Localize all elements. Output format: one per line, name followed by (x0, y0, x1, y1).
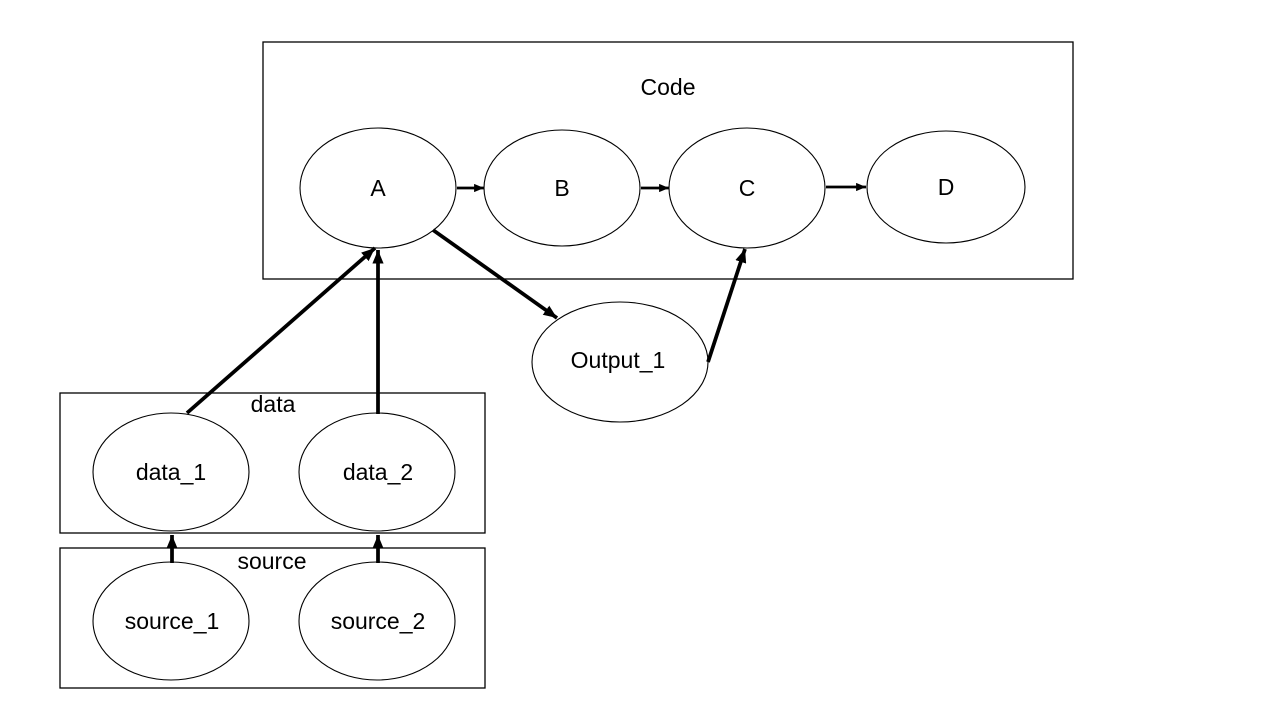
node-data-1-label: data_1 (136, 459, 206, 485)
code-group-box (262, 41, 1074, 280)
node-d: D (866, 130, 1026, 244)
edge-data-1-to-a (185, 246, 377, 415)
group-code: Code (262, 41, 1074, 280)
node-c-label: C (739, 175, 756, 201)
node-output-1-label: Output_1 (571, 347, 666, 373)
source-group-label: source (237, 548, 306, 574)
node-a-shape (299, 127, 457, 249)
node-source-2: source_2 (298, 561, 456, 681)
node-data-1-shape (92, 412, 250, 532)
node-b-label: B (554, 175, 569, 201)
code-group-label: Code (641, 74, 696, 100)
node-a: A (299, 127, 457, 249)
node-source-1: source_1 (92, 561, 250, 681)
node-d-shape (866, 130, 1026, 244)
source-group-box (59, 547, 486, 689)
node-c: C (668, 127, 826, 249)
edge-output-1-to-c (706, 248, 747, 363)
node-a-label: A (370, 175, 386, 201)
group-source: source (59, 547, 486, 689)
node-source-2-label: source_2 (331, 608, 426, 634)
node-data-2-label: data_2 (343, 459, 413, 485)
group-data: data (59, 391, 486, 534)
node-source-1-label: source_1 (125, 608, 220, 634)
data-group-label: data (251, 391, 296, 417)
edge-a-to-output-1 (431, 228, 559, 320)
node-d-label: D (938, 174, 955, 200)
node-b: B (483, 129, 641, 247)
node-data-2: data_2 (298, 412, 456, 532)
node-output-1: Output_1 (531, 301, 709, 423)
data-group-box (59, 392, 486, 534)
node-data-1: data_1 (92, 412, 250, 532)
